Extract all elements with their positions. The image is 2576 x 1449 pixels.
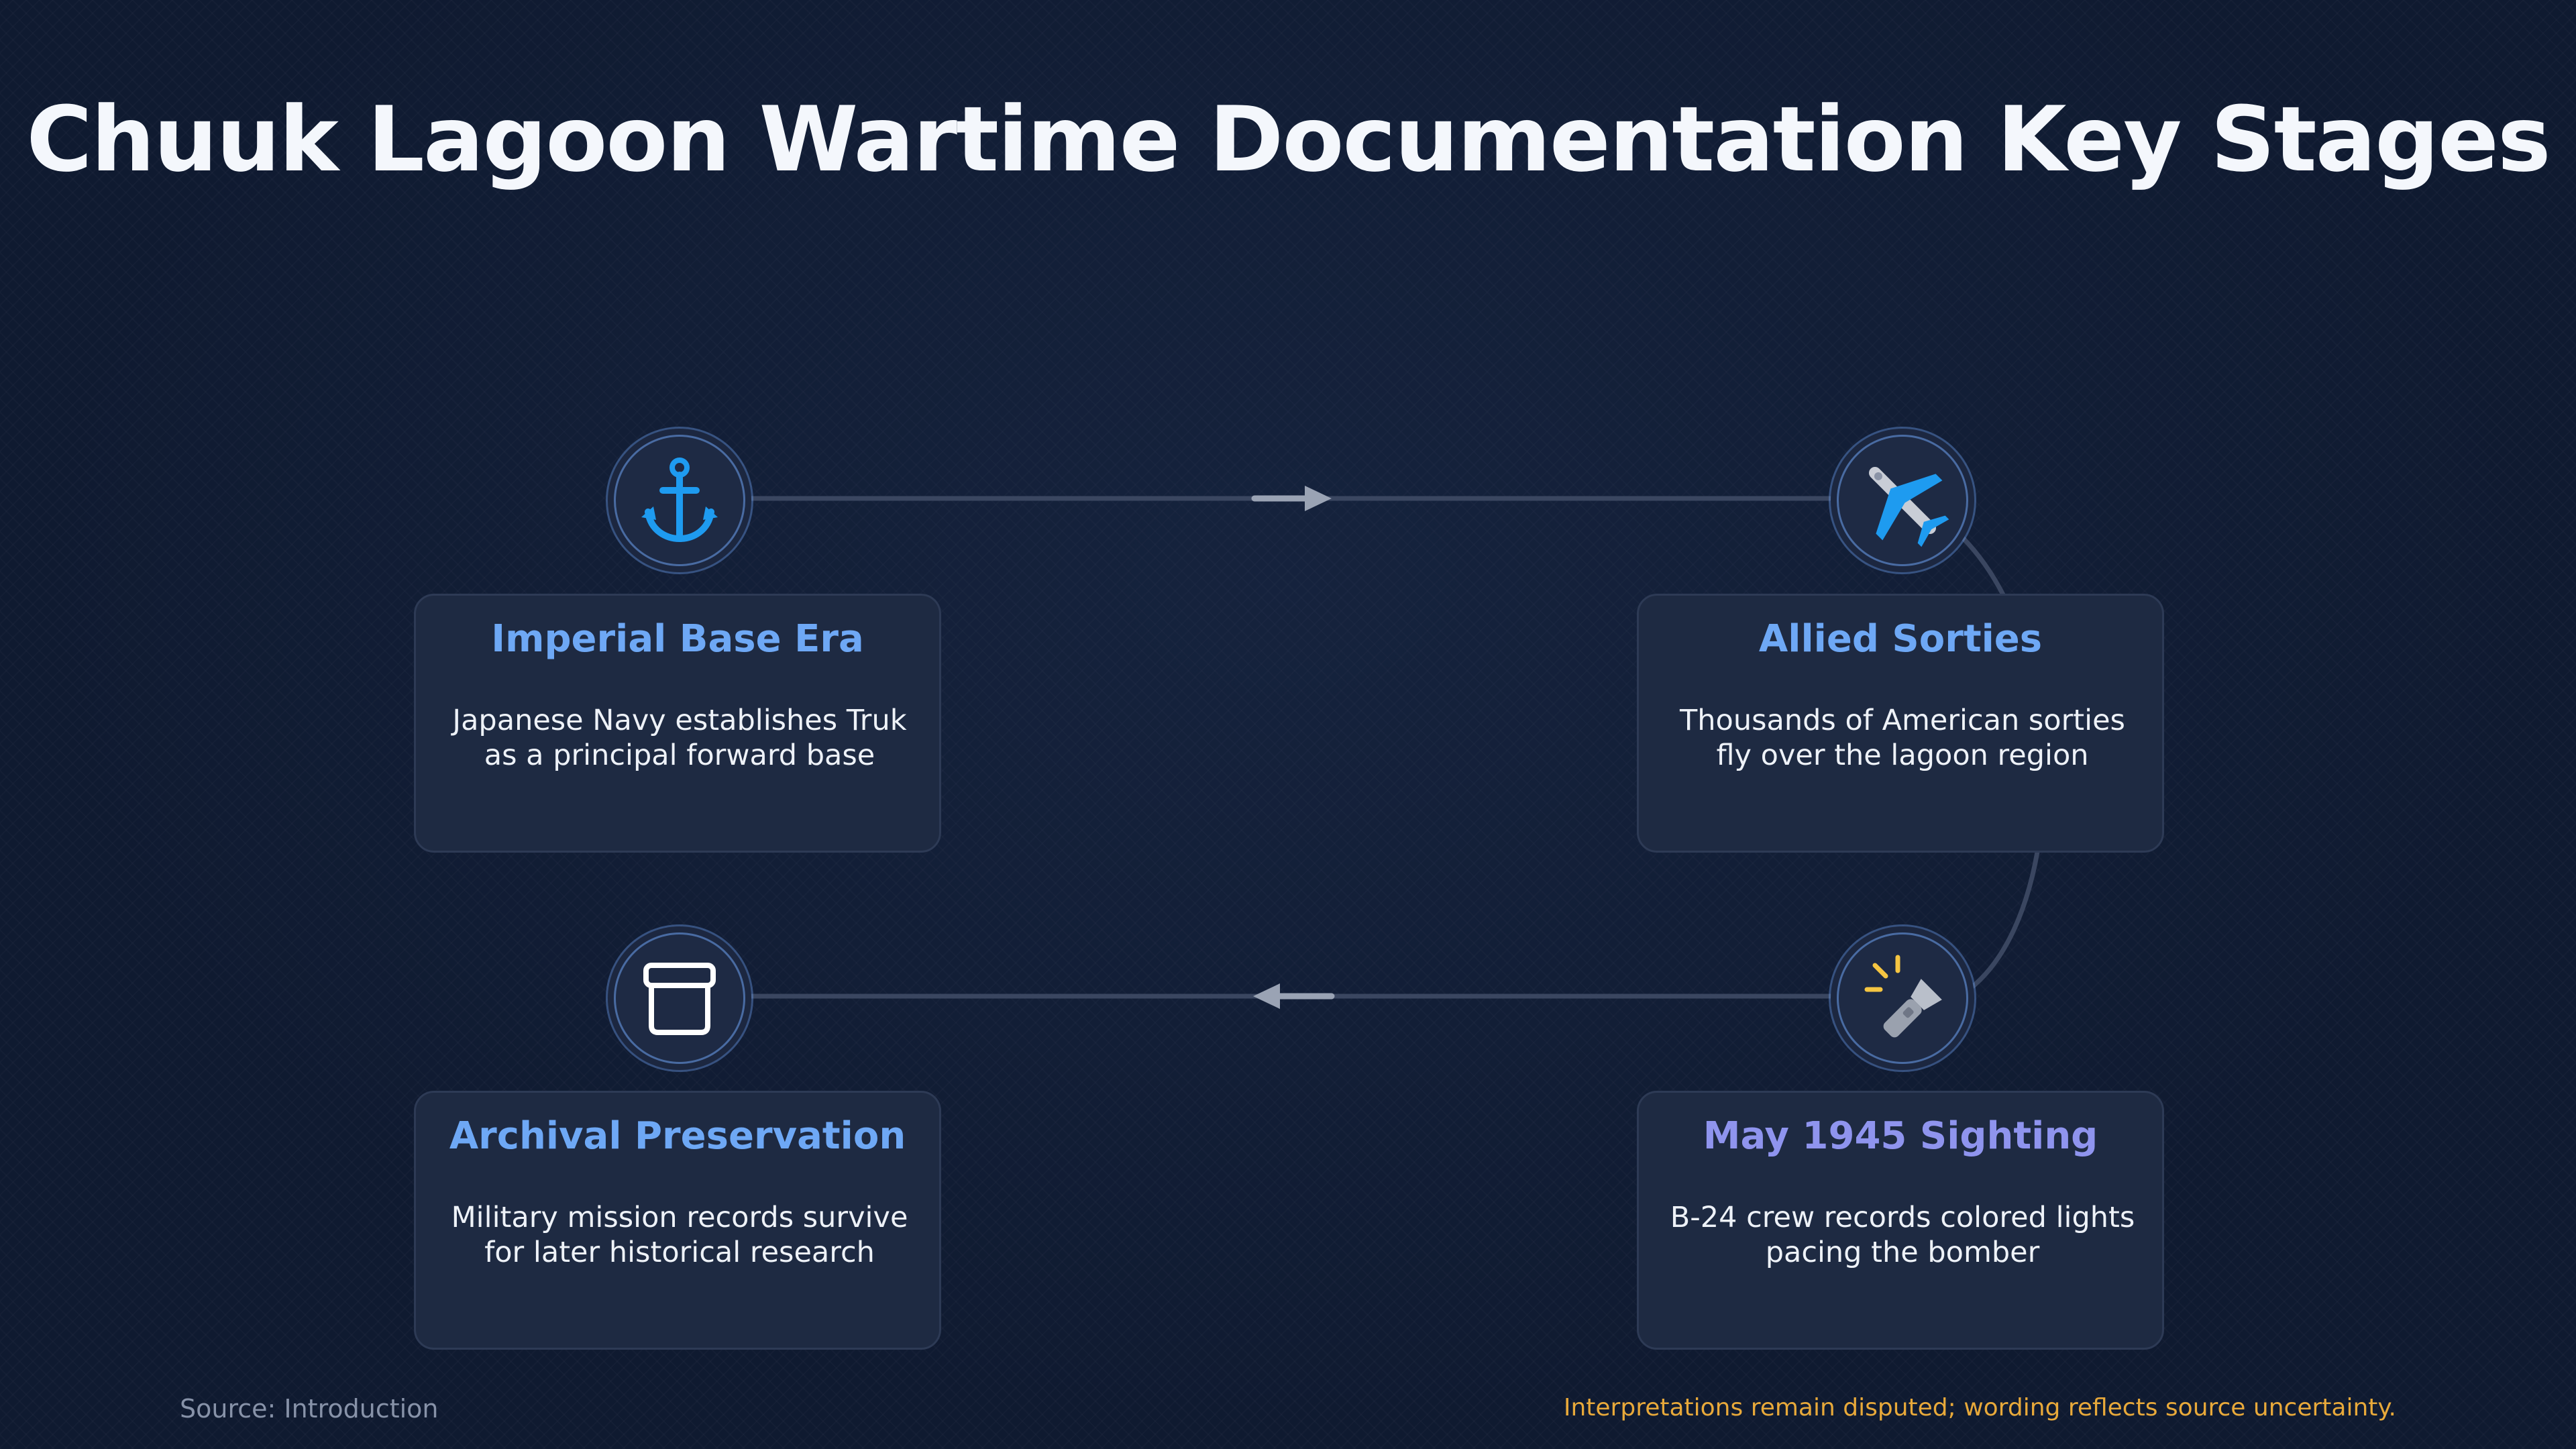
stage-1-icon-node <box>614 435 745 566</box>
uncertainty-note: Interpretations remain disputed; wording… <box>1563 1394 2396 1421</box>
stage-description: Thousands of American sorties fly over t… <box>1680 704 2125 772</box>
archive-box-icon <box>643 963 716 1035</box>
stage-title: Archival Preservation <box>449 1114 906 1158</box>
stage-title: Imperial Base Era <box>491 617 864 661</box>
stage-card-allied-sorties: Allied Sorties Thousands of American sor… <box>1637 594 2164 853</box>
stage-title: May 1945 Sighting <box>1703 1114 2098 1158</box>
arrow-left-icon <box>1253 983 1335 1009</box>
page-title: Chuuk Lagoon Wartime Documentation Key S… <box>26 87 2551 192</box>
stage-description: Military mission records survive for lat… <box>451 1201 908 1269</box>
stage-card-imperial-base-era: Imperial Base Era Japanese Navy establis… <box>414 594 941 853</box>
stage-card-archival-preservation: Archival Preservation Military mission r… <box>414 1091 941 1350</box>
stage-description: Japanese Navy establishes Truk as a prin… <box>452 704 907 772</box>
airplane-icon <box>1868 466 1949 547</box>
arrow-right-icon <box>1251 486 1332 511</box>
anchor-icon <box>641 458 718 543</box>
stage-2-icon-node <box>1837 435 1968 566</box>
stage-description: B-24 crew records colored lights pacing … <box>1670 1201 2135 1269</box>
stage-4-icon-node <box>614 932 745 1064</box>
flashlight-icon <box>1864 955 1942 1038</box>
stage-card-may-1945-sighting: May 1945 Sighting B-24 crew records colo… <box>1637 1091 2164 1350</box>
stage-3-icon-node <box>1837 932 1968 1064</box>
stage-title: Allied Sorties <box>1758 617 2043 661</box>
source-caption: Source: Introduction <box>180 1394 439 1424</box>
